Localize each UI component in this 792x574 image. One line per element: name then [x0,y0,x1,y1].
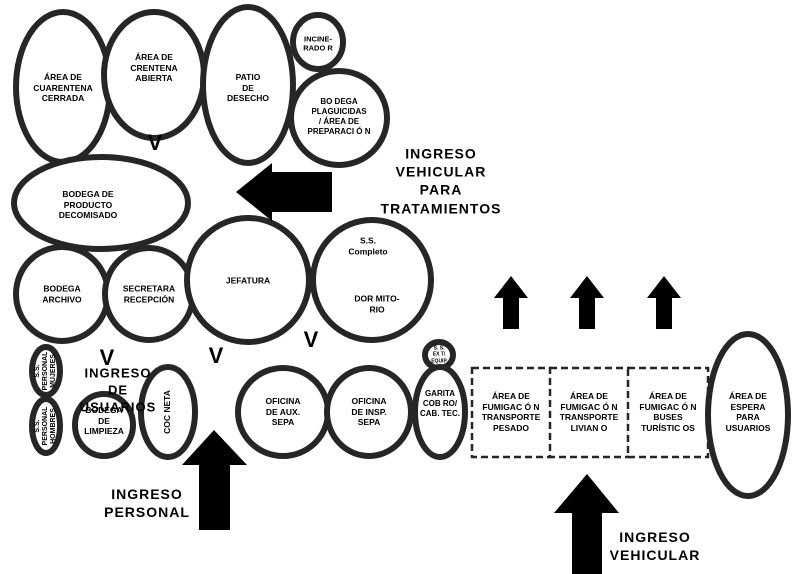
kitchenette-ellipse [138,364,198,460]
incinerator-label: INCINE- RADO R [303,34,333,53]
cleaning-storage-label: BODEGA DE LIMPIEZA [84,405,124,437]
fumigation-light-box [548,366,631,459]
small-equipment-label: S. S. EX T/ EQUIP [431,345,447,365]
up-arrow-heavy [494,276,528,329]
women-restroom-ellipse [29,344,63,398]
vehicle-entry-arrow [554,474,619,574]
men-restroom-ellipse [29,396,63,456]
inspection-office-label: OFICINA DE INSP. SEPA [351,396,387,428]
reception-label: SECRETARA RECEPCIÓN [122,283,176,304]
fumigation-buses-label: ÁREA DE FUMIGAC Ó N BUSES TURÍSTIC OS [639,390,697,433]
up-arrow-buses [647,276,681,329]
guardhouse-label: GARITA COB RO/ CAB. TEC. [420,389,460,418]
incinerator-circle [290,12,346,72]
waste-yard-label: PATIO DE DESECHO [226,72,270,104]
seized-product-storage-ellipse [11,154,191,252]
management-circle [184,215,312,345]
archive-storage-label: BODEGA ARCHIVO [42,283,82,304]
bathroom-dormitory-circle [310,217,434,343]
pesticide-storage-label: BO DEGA PLAGUICIDAS / ÁREA DE PREPARACI … [307,97,371,136]
staff-entry-arrow [182,430,247,530]
bathroom-complete-label: S.S. Completo [348,235,388,256]
treatment-entry-label: INGRESO VEHICULAR PARA TRATAMIENTOS [380,145,502,217]
up-arrow-light [570,276,604,329]
v-mark: V [147,130,163,155]
dormitory-label: DOR MITO- RIO [354,293,400,314]
seized-product-label: BODEGA DE PRODUCTO DECOMISADO [58,189,118,221]
pesticide-storage-ellipse [288,68,390,168]
men-restroom-label: S.S. PERSONAL HOMBRES [33,406,58,446]
v-mark: V [99,345,115,370]
staff-entry-label: INGRESO PERSONAL [104,485,190,520]
vehicle-entry-label: INGRESO VEHICULAR [609,528,701,563]
women-restroom-label: S.S. PERSONAL MUJERES [33,351,58,391]
user-waiting-label: ÁREA DE ESPERA PARA USUARIOS [725,390,771,433]
aux-office-label: OFICINA DE AUX. SEPA [265,396,301,428]
fumigation-heavy-label: ÁREA DE FUMIGAC Ó N TRANSPORTE PESADO [481,390,541,433]
management-label: JEFATURA [225,275,271,286]
quarantine-open-label: ÁREA DE CRENTENA ABIERTA [130,52,178,84]
fumigation-light-label: ÁREA DE FUMIGAC Ó N TRANSPORTE LIVIAN O [559,390,619,433]
fumigation-heavy-box [470,366,553,459]
users-entry-label: INGRESO DE USUARIOS [79,365,157,415]
waste-yard-ellipse [200,4,296,166]
guardhouse-ellipse [412,364,468,460]
inspection-office-circle [324,365,414,459]
quarantine-closed-label: ÁREA DE CUARENTENA CERRADA [33,72,93,104]
v-mark: V [303,327,319,352]
treatment-entry-arrow [236,163,332,221]
kitchenette-label: COC NETA [162,390,173,434]
user-waiting-ellipse [705,331,791,499]
v-mark: V [208,343,224,368]
cleaning-storage-circle [72,391,136,459]
